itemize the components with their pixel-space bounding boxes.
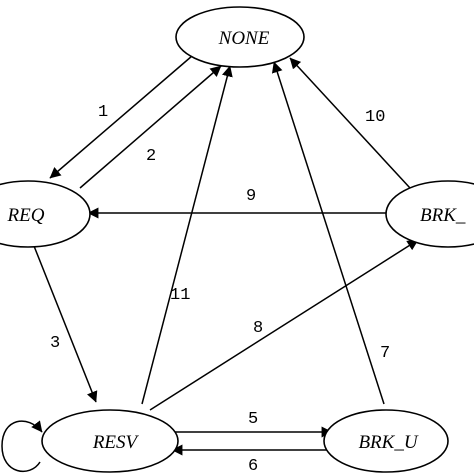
state-brk-right bbox=[385, 180, 474, 248]
transition-11-label: 11 bbox=[170, 286, 190, 305]
state-resv bbox=[41, 409, 179, 473]
transition-1-edge bbox=[49, 55, 193, 179]
state-brk-u-label: BRK_U bbox=[358, 432, 418, 453]
transition-9-label: 9 bbox=[246, 187, 256, 206]
transition-11-edge bbox=[141, 65, 233, 405]
transition-1-label: 1 bbox=[98, 103, 108, 122]
transition-2-label: 2 bbox=[146, 147, 156, 166]
transition-10-label: 10 bbox=[365, 108, 385, 127]
transition-10-edge bbox=[289, 57, 411, 189]
transition-5-label: 5 bbox=[248, 410, 258, 429]
state-req-label: REQ bbox=[7, 205, 45, 226]
state-resv-label: RESV bbox=[92, 432, 140, 453]
transition-8-label: 8 bbox=[253, 319, 263, 338]
self-loop-edge bbox=[1, 420, 43, 472]
transition-3-edge bbox=[33, 245, 98, 403]
transition-8-edge bbox=[149, 239, 419, 411]
state-none-label: NONE bbox=[218, 28, 270, 49]
state-brk-u bbox=[323, 409, 449, 473]
transition-2-edge bbox=[79, 65, 222, 189]
state-none bbox=[175, 6, 305, 68]
transition-3-label: 3 bbox=[50, 334, 60, 353]
state-req bbox=[0, 180, 91, 248]
transition-6-label: 6 bbox=[248, 457, 258, 474]
transition-7-edge bbox=[271, 61, 385, 405]
state-brk-right-label: BRK_ bbox=[420, 205, 466, 226]
transition-7-label: 7 bbox=[380, 344, 390, 363]
